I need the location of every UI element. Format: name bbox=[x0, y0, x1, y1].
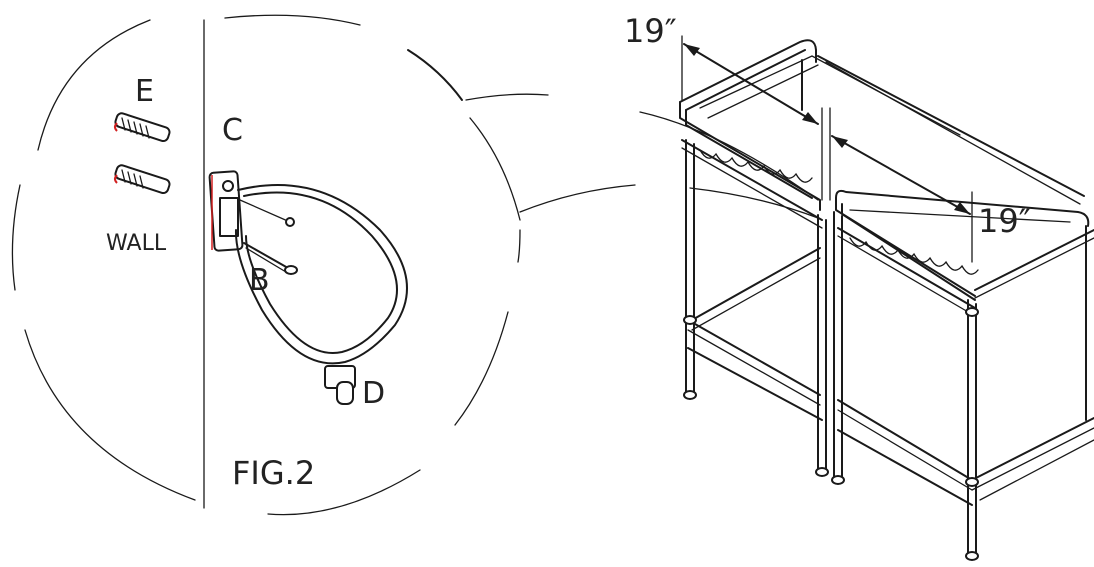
wall-anchor-top bbox=[114, 112, 171, 143]
strap-buckle bbox=[324, 365, 356, 405]
label-wall: WALL bbox=[106, 231, 167, 256]
circle-arc-top-right bbox=[407, 49, 463, 101]
dimension-lines bbox=[639, 35, 973, 263]
detail-circle-fig2: E C B D WALL FIG.2 bbox=[11, 14, 636, 516]
circle-arc-top-left bbox=[37, 19, 151, 151]
tables-drawing: 19″ 19″ bbox=[624, 12, 1094, 561]
circle-arc-right bbox=[469, 117, 521, 221]
table-left bbox=[679, 39, 961, 477]
label-bracket: C bbox=[222, 113, 243, 148]
circle-arc-top bbox=[224, 14, 361, 26]
strap-rod bbox=[239, 199, 291, 223]
circle-arc-right-lower bbox=[517, 229, 521, 263]
label-screw: B bbox=[249, 263, 270, 298]
dimension-label-right: 19″ bbox=[978, 202, 1031, 240]
circle-arc-bottom bbox=[267, 469, 421, 516]
circle-arc-left bbox=[11, 184, 21, 291]
label-anchor: E bbox=[135, 74, 154, 109]
safety-strap-inner bbox=[243, 191, 398, 354]
leader-line-upper bbox=[465, 93, 549, 101]
strap-screw-hole bbox=[285, 217, 295, 227]
wall-bracket bbox=[208, 170, 244, 252]
dimension-label-left: 19″ bbox=[624, 12, 677, 50]
screw bbox=[243, 242, 298, 275]
leader-line-lower bbox=[519, 184, 636, 213]
table-right bbox=[817, 55, 1094, 561]
safety-strap-loop bbox=[234, 184, 408, 365]
figure-label: FIG.2 bbox=[232, 454, 315, 492]
circle-arc-bottom-right bbox=[454, 311, 509, 426]
circle-arc-bottom-left bbox=[24, 329, 196, 501]
label-strap: D bbox=[362, 376, 385, 411]
wall-anchor-bottom bbox=[114, 164, 171, 195]
